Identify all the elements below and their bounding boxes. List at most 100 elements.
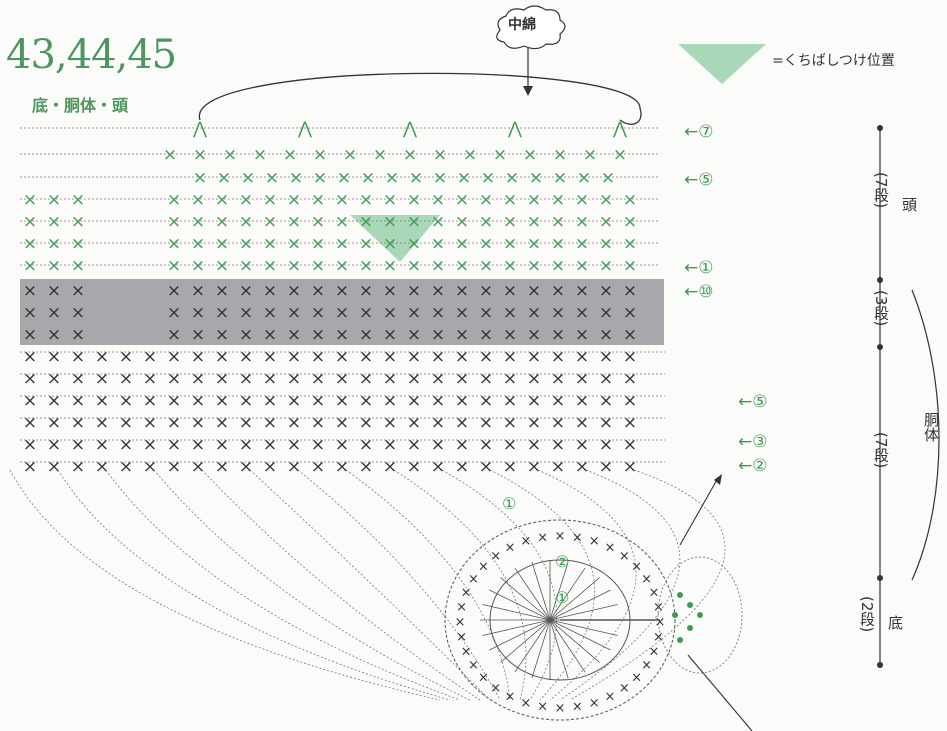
stitch-mark: × (431, 347, 445, 367)
stitch-mark: × (311, 234, 325, 254)
base-stitch-mark: × (631, 670, 642, 685)
base-rows-count: (2段) (858, 596, 876, 633)
stitch-mark: × (167, 234, 181, 254)
stitch-mark: × (575, 413, 589, 433)
stitch-mark: × (383, 413, 397, 433)
stitch-mark: × (551, 281, 565, 301)
body-upper-rows-count: (3段) (872, 290, 890, 327)
stitch-mark: ⋀ (612, 119, 627, 139)
stitch-mark: × (311, 457, 325, 477)
stitch-mark: × (119, 435, 133, 455)
stitch-mark: × (403, 145, 417, 165)
stitch-mark: × (503, 212, 517, 232)
stitch-mark: × (215, 347, 229, 367)
stitch-mark: × (383, 234, 397, 254)
stitch-mark: × (287, 457, 301, 477)
stitch-mark: × (599, 325, 613, 345)
stitch-mark: × (163, 145, 177, 165)
stitch-mark: × (383, 457, 397, 477)
stitch-mark: × (455, 391, 469, 411)
stitch-mark: × (167, 281, 181, 301)
stitch-mark: × (385, 168, 399, 188)
stitch-mark: × (167, 391, 181, 411)
stitch-mark: × (431, 413, 445, 433)
base-label: 底 (888, 614, 904, 632)
stitch-mark: × (239, 325, 253, 345)
stitch-mark: × (407, 190, 421, 210)
stitch-mark: × (383, 190, 397, 210)
stitch-mark: × (193, 168, 207, 188)
stitch-mark: × (287, 281, 301, 301)
stitch-mark: × (551, 303, 565, 323)
stitch-mark: × (599, 212, 613, 232)
stitch-mark: × (167, 347, 181, 367)
stitch-mark: × (143, 457, 157, 477)
stitch-mark: × (527, 256, 541, 276)
stitch-mark: × (359, 212, 373, 232)
stitch-mark: × (335, 325, 349, 345)
stitch-mark: × (239, 212, 253, 232)
stitch-mark: × (239, 391, 253, 411)
chain-dot (687, 625, 693, 631)
stitch-mark: × (263, 413, 277, 433)
stitch-mark: × (527, 457, 541, 477)
stitch-mark: × (503, 281, 517, 301)
base-stitch-mark: × (461, 644, 472, 659)
stitch-mark: × (23, 347, 37, 367)
stitch-mark: × (215, 435, 229, 455)
stitch-mark: × (407, 281, 421, 301)
stitch-mark: × (359, 325, 373, 345)
stitch-mark: × (287, 212, 301, 232)
stitch-mark: × (503, 413, 517, 433)
stitch-mark: × (623, 369, 637, 389)
stitch-mark: × (287, 234, 301, 254)
stitch-mark: × (71, 234, 85, 254)
stitch-mark: × (287, 347, 301, 367)
stitch-mark: × (239, 281, 253, 301)
stitch-mark: × (47, 457, 61, 477)
stitch-mark: × (191, 435, 205, 455)
stitch-mark: × (479, 413, 493, 433)
stitch-mark: × (601, 168, 615, 188)
stitch-mark: × (23, 234, 37, 254)
stitch-mark: × (527, 303, 541, 323)
stitch-mark: × (311, 369, 325, 389)
base-stitch-mark: × (456, 600, 467, 615)
stitch-mark: × (167, 212, 181, 232)
stitch-mark: × (407, 369, 421, 389)
stitch-mark: × (191, 325, 205, 345)
stitch-mark: × (47, 435, 61, 455)
stitch-mark: × (335, 413, 349, 433)
stitch-mark: × (167, 435, 181, 455)
stitch-mark: × (239, 347, 253, 367)
stitch-mark: × (359, 281, 373, 301)
stitch-mark: × (503, 391, 517, 411)
stitch-mark: × (143, 369, 157, 389)
stitch-mark: × (71, 391, 85, 411)
stitch-mark: × (311, 347, 325, 367)
stitch-mark: × (431, 256, 445, 276)
stitch-mark: × (287, 413, 301, 433)
stitch-mark: × (407, 347, 421, 367)
stitch-mark: × (119, 413, 133, 433)
stitch-mark: × (551, 325, 565, 345)
chain-dot (697, 612, 703, 618)
stitch-mark: × (575, 369, 589, 389)
stitch-mark: × (263, 435, 277, 455)
stitch-mark: × (599, 234, 613, 254)
stitch-mark: × (119, 347, 133, 367)
chain-dot (672, 612, 678, 618)
stitch-mark: × (527, 234, 541, 254)
chain-dot (677, 592, 683, 598)
stitch-mark: × (335, 256, 349, 276)
stitch-mark: × (599, 347, 613, 367)
stitch-mark: × (47, 413, 61, 433)
stitch-mark: × (167, 256, 181, 276)
stitch-mark: × (23, 190, 37, 210)
base-round-inner-label: ① (555, 588, 570, 607)
row-marker-body-3: ←③ (738, 432, 768, 452)
stitch-mark: × (551, 457, 565, 477)
stitch-mark: × (577, 168, 591, 188)
base-stitch-mark: × (631, 560, 642, 575)
base-stitch-mark: × (478, 560, 489, 575)
